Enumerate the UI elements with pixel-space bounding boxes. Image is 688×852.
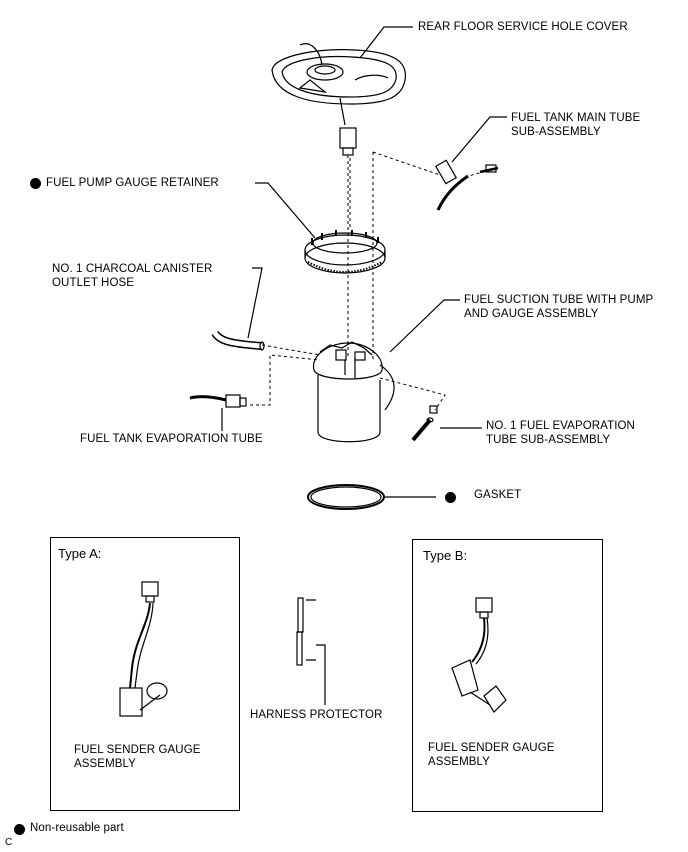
- sender-gauge-b-drawing: [451, 597, 507, 713]
- legend-non-reusable-text: Non-reusable part: [30, 822, 124, 834]
- gasket-drawing: [307, 484, 385, 510]
- canister-hose-drawing: [211, 330, 265, 351]
- type-b-box: [412, 539, 603, 812]
- harness-protector-drawing: [296, 597, 316, 666]
- label-sender-b-line1: FUEL SENDER GAUGE: [428, 742, 555, 754]
- label-sender-a-line2: ASSEMBLY: [74, 758, 136, 770]
- leader-rear-floor-cover: [359, 26, 413, 59]
- label-no1-evap-line1: NO. 1 FUEL EVAPORATION: [486, 420, 635, 432]
- label-gasket: GASKET: [474, 489, 522, 501]
- rear-floor-cover-drawing: [271, 43, 406, 156]
- label-no1-evap-line2: TUBE SUB-ASSEMBLY: [486, 434, 611, 446]
- corner-code: C: [5, 837, 13, 848]
- leader-main-tube: [451, 116, 507, 163]
- type-a-box: [50, 537, 240, 811]
- label-evap-tube: FUEL TANK EVAPORATION TUBE: [80, 433, 263, 445]
- label-canister-hose-line2: OUTLET HOSE: [52, 277, 135, 289]
- non-reusable-marker-retainer: [30, 178, 41, 189]
- retainer-drawing: [304, 230, 386, 274]
- leader-retainer: [255, 182, 316, 239]
- suction-tube-drawing: [312, 341, 395, 443]
- label-suction-tube-line1: FUEL SUCTION TUBE WITH PUMP: [464, 294, 654, 306]
- legend-non-reusable-marker: [14, 824, 25, 835]
- label-main-tube-line1: FUEL TANK MAIN TUBE: [511, 112, 641, 124]
- evap-tube-drawing: [189, 394, 247, 408]
- sender-gauge-a-drawing: [119, 581, 168, 717]
- label-harness-protector: HARNESS PROTECTOR: [250, 709, 383, 721]
- label-retainer: FUEL PUMP GAUGE RETAINER: [46, 177, 219, 189]
- type-b-title: Type B:: [423, 548, 468, 563]
- label-suction-tube-line2: AND GAUGE ASSEMBLY: [464, 308, 599, 320]
- label-sender-b-line2: ASSEMBLY: [428, 756, 490, 768]
- type-a-title: Type A:: [58, 546, 102, 561]
- label-rear-floor-cover: REAR FLOOR SERVICE HOLE COVER: [418, 21, 628, 33]
- label-sender-a-line1: FUEL SENDER GAUGE: [74, 744, 201, 756]
- leader-canister-hose: [247, 267, 263, 339]
- label-canister-hose-line1: NO. 1 CHARCOAL CANISTER: [52, 263, 213, 275]
- main-tube-drawing: [434, 159, 499, 211]
- label-main-tube-line2: SUB-ASSEMBLY: [511, 126, 601, 138]
- leader-suction-tube: [389, 299, 460, 353]
- non-reusable-marker-gasket: [445, 492, 456, 503]
- leader-harness: [316, 644, 326, 705]
- no1-evap-tube-drawing: [411, 405, 438, 442]
